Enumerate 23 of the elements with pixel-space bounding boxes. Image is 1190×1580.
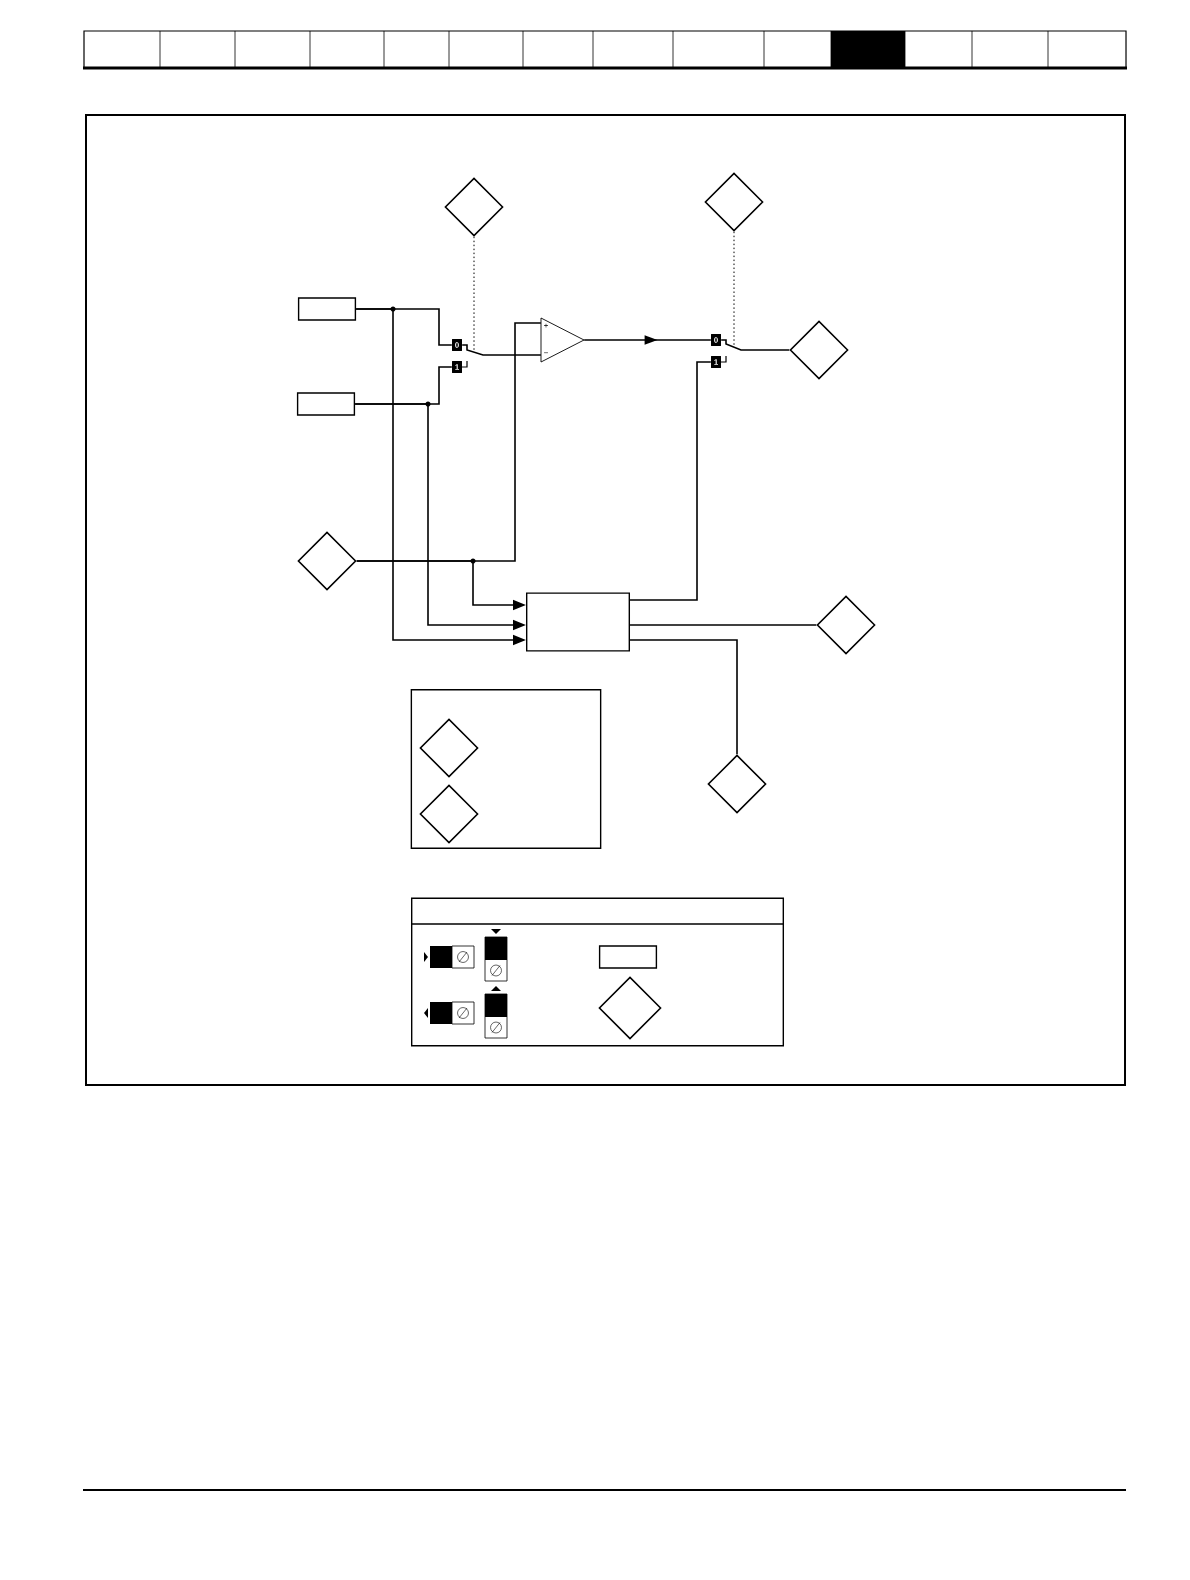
- connector-line: [629, 361, 712, 601]
- block-box: [526, 592, 630, 652]
- diamond: [704, 172, 764, 232]
- block-box: [297, 297, 357, 321]
- diamond: [598, 976, 662, 1040]
- control-line: [733, 231, 735, 346]
- diamond: [707, 754, 767, 814]
- block-box: [598, 945, 658, 969]
- diamond: [444, 177, 504, 237]
- diamond: [816, 595, 876, 655]
- diamond: [419, 784, 479, 844]
- control-line: [473, 236, 475, 351]
- legend-panel: [410, 897, 785, 1047]
- connector-line: [629, 624, 818, 626]
- key-panel: [410, 689, 602, 849]
- block-box: [296, 392, 356, 416]
- diamond: [419, 718, 479, 778]
- arrow: [583, 335, 712, 345]
- connector-line: [720, 339, 791, 351]
- connector-line: [629, 639, 738, 756]
- connector-line: [461, 344, 542, 356]
- diamond: [297, 531, 357, 591]
- diamond: [789, 320, 849, 380]
